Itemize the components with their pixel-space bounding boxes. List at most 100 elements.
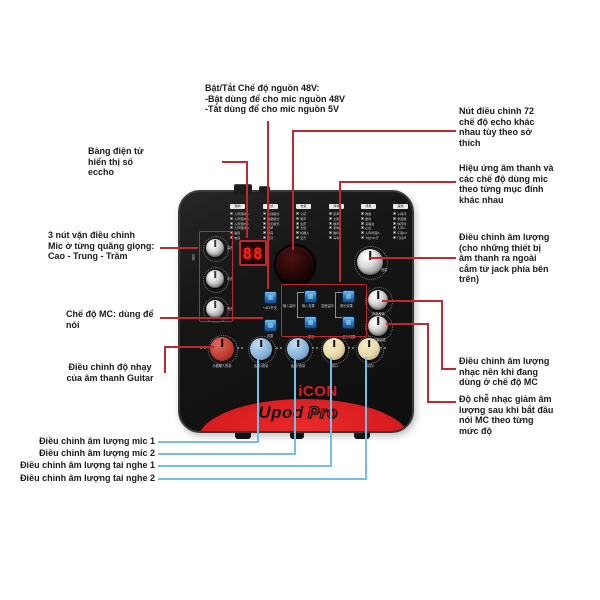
- effect-label: 宽厚: [267, 226, 274, 231]
- input-monitor-label: 输入监听: [283, 304, 296, 308]
- effect-label: 碰杯: [333, 231, 340, 236]
- effect-label: 鸟叫: [333, 236, 340, 240]
- knob-tick-ring: [248, 336, 276, 364]
- callout-line-guitar: [164, 346, 214, 348]
- effect-checkbox: [263, 216, 266, 220]
- annotation-mic1-volume: Điều chỉnh âm lượng mic 1: [39, 436, 155, 446]
- effect-label: 小房间: [397, 212, 407, 216]
- effect-label: 人声A: [397, 226, 406, 231]
- effect-checkbox: [393, 216, 396, 220]
- effect-checkbox: [230, 212, 233, 215]
- eq-low-knob: [206, 300, 224, 318]
- panel-effect-row: 门铃声: [393, 235, 406, 240]
- panel-effect-row: 碰杯: [329, 230, 339, 235]
- bgm-volume-label: 伴奏音量: [372, 312, 385, 316]
- effect-checkbox: [296, 226, 299, 230]
- duck-mc-label: 闪避: [266, 334, 274, 338]
- effect-checkbox: [393, 221, 396, 225]
- music-fx-button: [342, 316, 355, 329]
- effect-label: 电音: [234, 236, 241, 240]
- panel-effect-row: 小房间: [393, 211, 406, 216]
- effect-label: 卡拉OK厅: [365, 236, 379, 240]
- effect-checkbox: [230, 221, 233, 225]
- effect-checkbox: [329, 231, 332, 235]
- effect-checkbox: [393, 226, 396, 230]
- panel-effect-row: 女声: [296, 221, 306, 226]
- eq-high-knob: [206, 239, 224, 257]
- effect-label: 人声混响D: [234, 226, 249, 231]
- effect-label: 魔音: [234, 231, 241, 236]
- knob-tick-ring: [356, 336, 384, 364]
- effect-label: 明亮: [267, 231, 274, 236]
- effect-label: 男声: [300, 216, 307, 221]
- duck-depth-label: 闪避深度: [373, 338, 386, 342]
- effect-label: 主持模式: [267, 212, 280, 216]
- effect-checkbox: [296, 231, 299, 235]
- effect-label: 体育场: [397, 221, 407, 226]
- callout-line-bgm: [441, 368, 456, 370]
- effect-label: 人声增强A: [365, 231, 380, 236]
- panel-column-header: 场景: [361, 204, 376, 209]
- input-fx-label: 输入效果: [302, 304, 315, 308]
- effect-label: 空灵: [300, 236, 307, 240]
- button-link-bracket: [297, 292, 305, 318]
- bgm-volume-knob: [368, 290, 388, 310]
- effect-label: 大笑: [333, 216, 340, 221]
- panel-effect-row: 嘘声: [329, 221, 339, 226]
- callout-line-echo: [292, 130, 456, 132]
- callout-line-hp2: [365, 357, 367, 480]
- panel-effect-row: 大叔: [296, 225, 306, 230]
- effect-label: 小孩: [300, 212, 307, 216]
- callout-line-effects: [339, 181, 456, 183]
- callout-line-guitar: [164, 346, 166, 373]
- effect-checkbox: [329, 236, 332, 239]
- guitar-gain-knob: [210, 337, 234, 361]
- effect-label: 录音棚: [397, 216, 407, 221]
- device-foot: [290, 433, 304, 439]
- panel-effect-row: 人声A: [393, 225, 405, 230]
- mix-fx-label: 音乐效果: [340, 304, 353, 308]
- echo-number-display: 88: [239, 240, 267, 266]
- panel-effect-row: 录音棚: [393, 216, 406, 221]
- panel-column-header: 混响: [230, 204, 245, 209]
- panel-column-header: 模式: [263, 204, 278, 209]
- eq-mid-knob: [206, 270, 224, 288]
- panel-effect-row: 人声混响B: [230, 216, 249, 221]
- top-connector-nub: [259, 186, 270, 195]
- panel-effect-row: 掌声: [329, 211, 339, 216]
- effect-label: 剧场: [365, 216, 372, 221]
- callout-line-delay: [427, 323, 429, 403]
- brand-logo: iCON: [298, 383, 338, 400]
- model-word-upod: Upod: [258, 403, 304, 422]
- eq-mid-label: 中音: [227, 277, 234, 281]
- panel-effect-row: 宽厚: [263, 225, 273, 230]
- annotation-mic-eq: 3 nút vặn điều chỉnh Mic ở từng quãng gi…: [48, 230, 155, 262]
- eq-high-label: 高音: [227, 246, 234, 250]
- panel-column-header: 特效: [329, 204, 344, 209]
- callout-line-mc: [160, 317, 263, 319]
- fx2-label: 音乐效果: [342, 335, 356, 339]
- annotation-hp2-volume: Điều chỉnh âm lượng tai nghe 2: [20, 473, 155, 483]
- headphone2-volume-label: 耳机2: [365, 364, 375, 368]
- effect-label: 掌声: [333, 212, 340, 216]
- device-face: [180, 192, 412, 431]
- device-foot: [235, 433, 251, 439]
- effect-checkbox: [329, 212, 332, 215]
- device-foot: [354, 433, 370, 439]
- callout-line-volume: [370, 257, 456, 259]
- panel-effect-row: 卡拉OK厅: [361, 235, 379, 240]
- panel-effect-row: 人声混响C: [230, 221, 249, 226]
- callout-line-mic2: [294, 357, 296, 455]
- effect-checkbox: [361, 212, 364, 215]
- panel-effect-row: 唱歌模式: [263, 216, 279, 221]
- phantom-48v-label: +48V开关: [263, 306, 277, 310]
- callout-line-display: [246, 161, 248, 238]
- panel-effect-row: 机器人: [296, 230, 309, 235]
- headphone2-volume-knob: [358, 338, 380, 360]
- effect-label: 人声混响C: [234, 221, 249, 226]
- mix-monitor-button: [342, 290, 355, 303]
- callout-line-hp1: [158, 465, 332, 467]
- effect-label: 亲吻: [333, 226, 340, 231]
